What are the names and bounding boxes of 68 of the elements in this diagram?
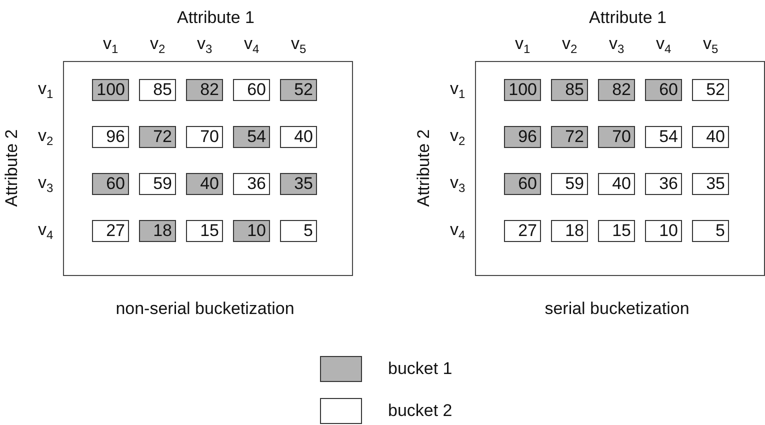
value-cell: 60 — [92, 173, 129, 195]
axis-title: Attribute 1 — [177, 8, 254, 28]
value-cell: 40 — [598, 173, 635, 195]
value-cell: 82 — [186, 79, 223, 101]
value-cell: 100 — [504, 79, 541, 101]
axis-value-label: v$_{4}$ — [656, 34, 672, 58]
axis-value-label: v$_{4}$ — [450, 220, 466, 244]
axis-value-label: v$_{3}$ — [450, 173, 466, 197]
axis-title: Attribute 1 — [589, 8, 666, 28]
value-cell: 52 — [692, 79, 729, 101]
value-cell: 54 — [233, 126, 270, 148]
value-cell: 35 — [280, 173, 317, 195]
value-cell: 5 — [280, 220, 317, 242]
axis-title: Attribute 2 — [2, 129, 22, 207]
value-cell: 72 — [551, 126, 588, 148]
value-cell: 52 — [280, 79, 317, 101]
axis-value-label: v$_{5}$ — [291, 34, 306, 58]
value-cell: 35 — [692, 173, 729, 195]
value-cell: 59 — [139, 173, 176, 195]
value-cell: 36 — [645, 173, 682, 195]
legend-label: bucket 1 — [388, 359, 452, 379]
axis-value-label: v$_{5}$ — [703, 34, 718, 58]
caption: non-serial bucketization — [114, 299, 296, 319]
table-frame — [475, 61, 765, 276]
axis-title: Attribute 2 — [414, 129, 434, 207]
value-cell: 100 — [92, 79, 129, 101]
value-cell: 82 — [598, 79, 635, 101]
value-cell: 18 — [139, 220, 176, 242]
axis-value-label: v$_{1}$ — [38, 79, 54, 103]
axis-value-label: v$_{3}$ — [38, 173, 54, 197]
axis-value-label: v$_{3}$ — [609, 34, 624, 58]
axis-value-label: v$_{4}$ — [38, 220, 54, 244]
value-cell: 72 — [139, 126, 176, 148]
value-cell: 60 — [645, 79, 682, 101]
value-cell: 18 — [551, 220, 588, 242]
axis-value-label: v$_{3}$ — [197, 34, 212, 58]
axis-value-label: v$_{2}$ — [562, 34, 578, 58]
value-cell: 96 — [92, 126, 129, 148]
value-cell: 27 — [92, 220, 129, 242]
value-cell: 5 — [692, 220, 729, 242]
value-cell: 15 — [186, 220, 223, 242]
table-frame — [63, 61, 353, 276]
value-cell: 60 — [233, 79, 270, 101]
axis-value-label: v$_{2}$ — [150, 34, 166, 58]
caption: serial bucketization — [544, 299, 690, 319]
value-cell: 40 — [692, 126, 729, 148]
value-cell: 70 — [186, 126, 223, 148]
value-cell: 85 — [139, 79, 176, 101]
value-cell: 60 — [504, 173, 541, 195]
value-cell: 85 — [551, 79, 588, 101]
axis-value-label: v$_{2}$ — [450, 126, 466, 150]
value-cell: 54 — [645, 126, 682, 148]
value-cell: 15 — [598, 220, 635, 242]
legend-label: bucket 2 — [388, 401, 452, 421]
axis-value-label: v$_{1}$ — [450, 79, 466, 103]
value-cell: 36 — [233, 173, 270, 195]
value-cell: 59 — [551, 173, 588, 195]
value-cell: 27 — [504, 220, 541, 242]
value-cell: 10 — [233, 220, 270, 242]
value-cell: 70 — [598, 126, 635, 148]
value-cell: 96 — [504, 126, 541, 148]
value-cell: 40 — [186, 173, 223, 195]
value-cell: 10 — [645, 220, 682, 242]
axis-value-label: v$_{4}$ — [244, 34, 260, 58]
axis-value-label: v$_{1}$ — [103, 34, 118, 58]
axis-value-label: v$_{1}$ — [515, 34, 530, 58]
axis-value-label: v$_{2}$ — [38, 126, 54, 150]
value-cell: 40 — [280, 126, 317, 148]
